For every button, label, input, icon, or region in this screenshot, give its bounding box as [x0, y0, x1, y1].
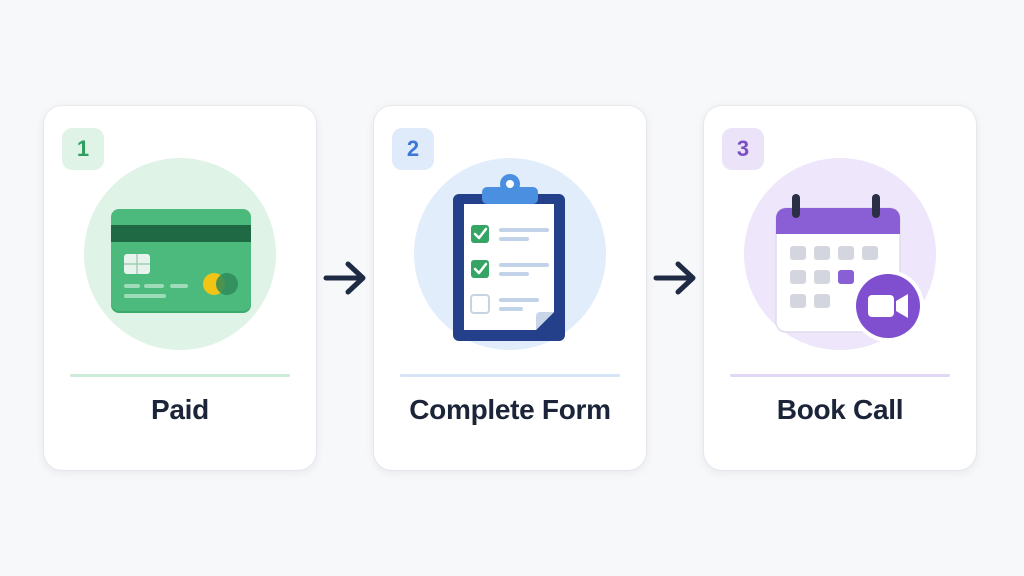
divider: [400, 374, 620, 377]
step-number-badge: 3: [722, 128, 764, 170]
step-card-book-call: 3 Book Call: [704, 106, 976, 470]
step-card-paid: 1 Paid: [44, 106, 316, 470]
divider: [730, 374, 950, 377]
step-label: Book Call: [776, 394, 904, 425]
step-number-badge: 1: [62, 128, 104, 170]
calendar-video-icon: [775, 194, 924, 342]
arrow-right-icon: [323, 261, 366, 295]
clipboard-checklist-icon: [453, 174, 565, 341]
credit-card-icon: [111, 209, 251, 313]
arrow-right-icon: [653, 261, 696, 295]
step-number-badge: 2: [392, 128, 434, 170]
step-label: Paid: [151, 394, 209, 425]
step-label: Complete Form: [409, 394, 611, 425]
step-card-complete-form: 2 Complete Form: [374, 106, 646, 470]
divider: [70, 374, 290, 377]
